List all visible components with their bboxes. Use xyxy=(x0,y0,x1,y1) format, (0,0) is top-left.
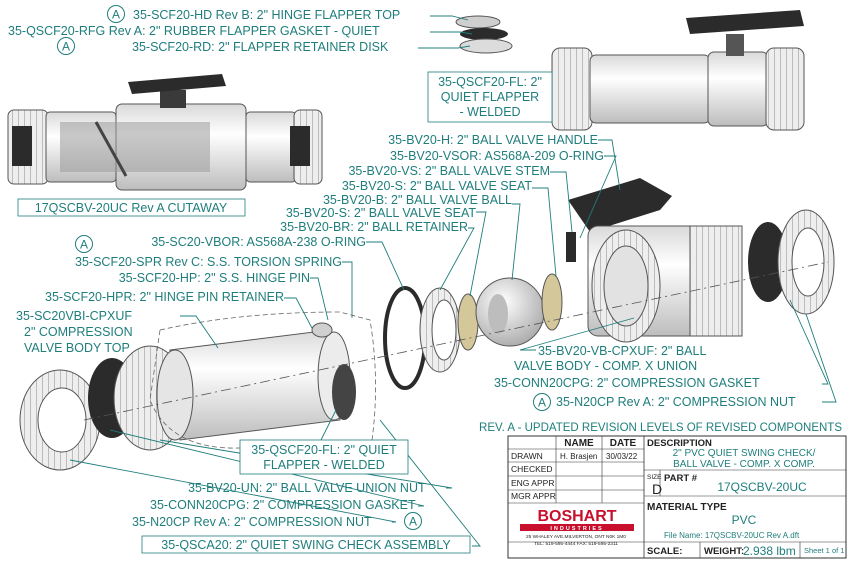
callout-nut-left: 35-N20CP Rev A: 2" COMPRESSION NUT xyxy=(132,515,372,529)
callout-rubber-gasket: 35-QSCF20-RFG Rev A: 2" RUBBER FLAPPER G… xyxy=(8,24,380,38)
assembled-valve-illustration xyxy=(551,10,805,131)
callout-quiet-flapper-top-1: 35-QSCF20-FL: 2" xyxy=(438,75,542,89)
callout-hinge-flapper-top: 35-SCF20-HD Rev B: 2" HINGE FLAPPER TOP xyxy=(133,8,400,22)
company-address: 25 WHALEY AVE.MILVERTON, ONT N0K 1M0 xyxy=(526,534,626,540)
callout-bv-seat-1: 35-BV20-S: 2" BALL VALVE SEAT xyxy=(342,179,533,193)
callout-quiet-flapper-bottom-2: FLAPPER - WELDED xyxy=(263,458,385,472)
company-sub: INDUSTRIES xyxy=(550,526,603,532)
callout-bv-handle: 35-BV20-H: 2" BALL VALVE HANDLE xyxy=(388,133,598,147)
size-value: D xyxy=(652,481,662,497)
callout-vbor: 35-SC20-VBOR: AS568A-238 O-RING xyxy=(151,235,366,249)
revision-marker xyxy=(57,37,75,55)
part-number: 17QSCBV-20UC xyxy=(717,480,807,494)
description-line-2: BALL VALVE - COMP. X COMP. xyxy=(673,459,815,470)
callout-hinge-pin-retainer: 35-SCF20-HPR: 2" HINGE PIN RETAINER xyxy=(45,290,284,304)
revision-marker xyxy=(404,512,422,530)
material-label: MATERIAL TYPE xyxy=(647,502,727,513)
revision-marker xyxy=(107,5,125,23)
row-drawn-label: DRAWN xyxy=(511,451,543,461)
title-block: REV. A - UPDATED REVISION LEVELS OF REVI… xyxy=(479,422,847,559)
row-checked-label: CHECKED xyxy=(511,464,553,474)
flapper-parts-top xyxy=(455,15,513,54)
material-value: PVC xyxy=(732,513,757,527)
callout-valve-body-top-3: VALVE BODY TOP xyxy=(24,341,130,355)
revision-letter: A xyxy=(80,238,88,252)
header-name: NAME xyxy=(564,438,594,449)
callout-union-nut: 35-BV20-UN: 2" BALL VALVE UNION NUT xyxy=(188,481,426,495)
callout-quiet-flapper-top-2: QUIET FLAPPER xyxy=(441,90,539,104)
callouts: A 35-SCF20-HD Rev B: 2" HINGE FLAPPER TO… xyxy=(8,5,796,554)
scale-label: SCALE: xyxy=(647,546,682,557)
description-line-1: 2" PVC QUIET SWING CHECK/ xyxy=(673,448,816,459)
callout-conn-gasket-right: 35-CONN20CPG: 2" COMPRESSION GASKET xyxy=(494,376,760,390)
company-phone: TEL: 519-595-4444 FAX: 519-595-2311 xyxy=(534,541,618,547)
exploded-view xyxy=(19,178,835,471)
revision-note: REV. A - UPDATED REVISION LEVELS OF REVI… xyxy=(479,422,842,434)
revision-letter: A xyxy=(62,40,70,54)
leader-lines xyxy=(69,15,837,547)
row-mgr-label: MGR APPR xyxy=(511,491,556,501)
header-description: DESCRIPTION xyxy=(647,438,712,449)
file-name: File Name: 17QSCBV-20UC Rev A.dft xyxy=(664,531,800,540)
header-date: DATE xyxy=(610,438,637,449)
company-logo: BOSHART xyxy=(537,508,616,525)
weight-label: WEIGHT: xyxy=(704,546,744,557)
callout-conn-gasket-left: 35-CONN20CPG: 2" COMPRESSION GASKET xyxy=(150,498,416,512)
callout-valve-body-top-2: 2" COMPRESSION xyxy=(24,325,133,339)
revision-marker xyxy=(533,393,551,411)
revision-letter: A xyxy=(409,515,417,529)
callout-cutaway: 17QSCBV-20UC Rev A CUTAWAY xyxy=(35,201,228,215)
part-label: PART # xyxy=(664,473,698,484)
row-drawn-name: H. Brasjen xyxy=(560,452,597,461)
check-assembly-outline xyxy=(149,311,376,449)
callout-bv-ball: 35-BV20-B: 2" BALL VALVE BALL xyxy=(323,193,512,207)
callout-torsion-spring: 35-SCF20-SPR Rev C: S.S. TORSION SPRING xyxy=(75,255,342,269)
callout-bv-retainer: 35-BV20-BR: 2" BALL RETAINER xyxy=(280,220,468,234)
callout-bv-body-1: 35-BV20-VB-CPXUF: 2" BALL xyxy=(538,344,706,358)
callout-assembly: 35-QSCA20: 2" QUIET SWING CHECK ASSEMBLY xyxy=(161,538,451,552)
weight-value: 2.938 lbm xyxy=(743,544,796,558)
revision-letter: A xyxy=(112,8,120,22)
callout-bv-body-2: VALVE BODY - COMP. X UNION xyxy=(514,359,697,373)
cutaway-valve-illustration xyxy=(7,74,323,191)
size-label: SIZE xyxy=(647,474,662,481)
callout-retainer-disk: 35-SCF20-RD: 2" FLAPPER RETAINER DISK xyxy=(132,40,389,54)
callout-bv-oring: 35-BV20-VSOR: AS568A-209 O-RING xyxy=(390,149,604,163)
callout-bv-stem: 35-BV20-VS: 2" BALL VALVE STEM xyxy=(348,164,550,178)
revision-letter: A xyxy=(538,396,546,410)
callout-hinge-pin: 35-SCF20-HP: 2" S.S. HINGE PIN xyxy=(119,271,310,285)
callout-quiet-flapper-top-3: - WELDED xyxy=(459,105,520,119)
row-eng-label: ENG APPR xyxy=(511,478,554,488)
row-drawn-date: 30/03/22 xyxy=(606,452,638,461)
revision-marker xyxy=(75,235,93,253)
callout-valve-body-top-1: 35-SC20VBI-CPXUF xyxy=(16,309,132,323)
callout-nut-right: 35-N20CP Rev A: 2" COMPRESSION NUT xyxy=(556,395,796,409)
callout-quiet-flapper-bottom-1: 35-QSCF20-FL: 2" QUIET xyxy=(251,443,397,457)
sheet-number: Sheet 1 of 1 xyxy=(804,546,844,555)
callout-bv-seat-2: 35-BV20-S: 2" BALL VALVE SEAT xyxy=(286,206,477,220)
